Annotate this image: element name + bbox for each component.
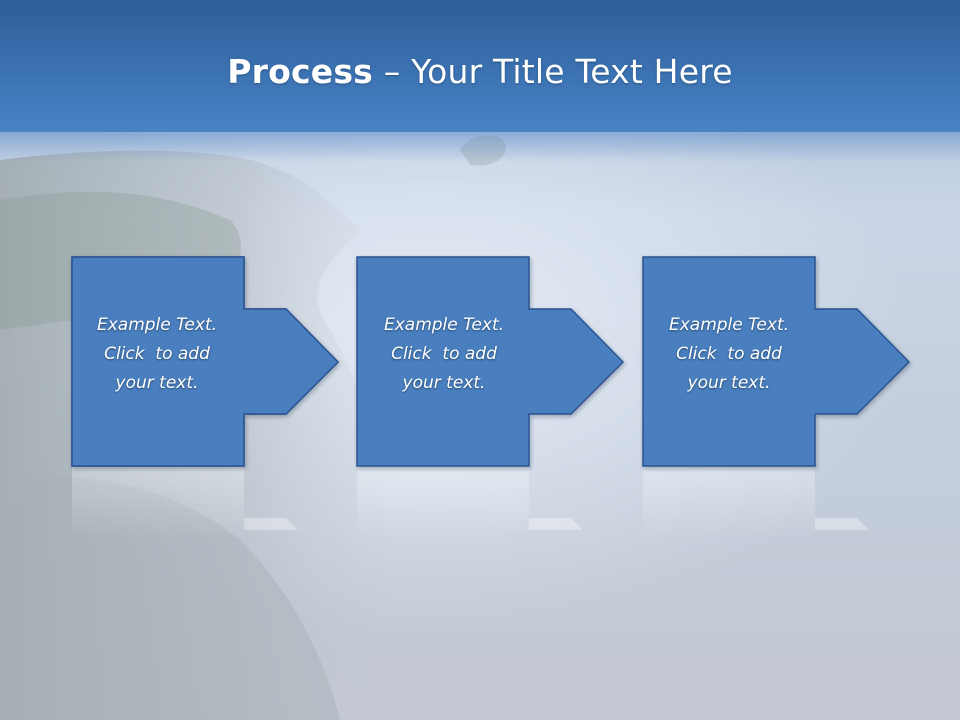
step-3-line-3: your text. [687, 373, 771, 393]
step-3-line-2: Click to add [676, 344, 782, 364]
step-3-arrow-shape[interactable] [642, 256, 911, 467]
step-1-line-1: Example Text. [96, 315, 218, 335]
process-step-2[interactable] [356, 256, 625, 540]
step-2-line-2: Click to add [391, 344, 497, 364]
step-1-text[interactable]: Example Text. Click to add your text. [70, 311, 244, 398]
title-rest: – Your Title Text Here [373, 52, 733, 91]
step-1-line-2: Click to add [104, 344, 210, 364]
step-3-reflection-arrow [815, 518, 869, 530]
process-step-3[interactable] [642, 256, 911, 540]
step-1-reflection-arrow [244, 518, 298, 530]
process-step-1[interactable] [71, 256, 340, 540]
step-1-reflection [72, 466, 244, 540]
step-3-reflection [643, 466, 815, 540]
step-2-line-1: Example Text. [383, 315, 505, 335]
step-1-line-3: your text. [115, 373, 199, 393]
title-band [0, 0, 960, 162]
step-3-text[interactable]: Example Text. Click to add your text. [642, 311, 816, 398]
step-2-line-3: your text. [402, 373, 486, 393]
step-2-reflection-arrow [529, 518, 583, 530]
title-bold: Process [227, 52, 374, 91]
step-3-line-1: Example Text. [668, 315, 790, 335]
step-2-reflection [357, 466, 529, 540]
step-2-arrow-shape[interactable] [356, 256, 625, 467]
slide-title[interactable]: Process – Your Title Text Here [0, 52, 960, 91]
step-2-text[interactable]: Example Text. Click to add your text. [357, 311, 531, 398]
